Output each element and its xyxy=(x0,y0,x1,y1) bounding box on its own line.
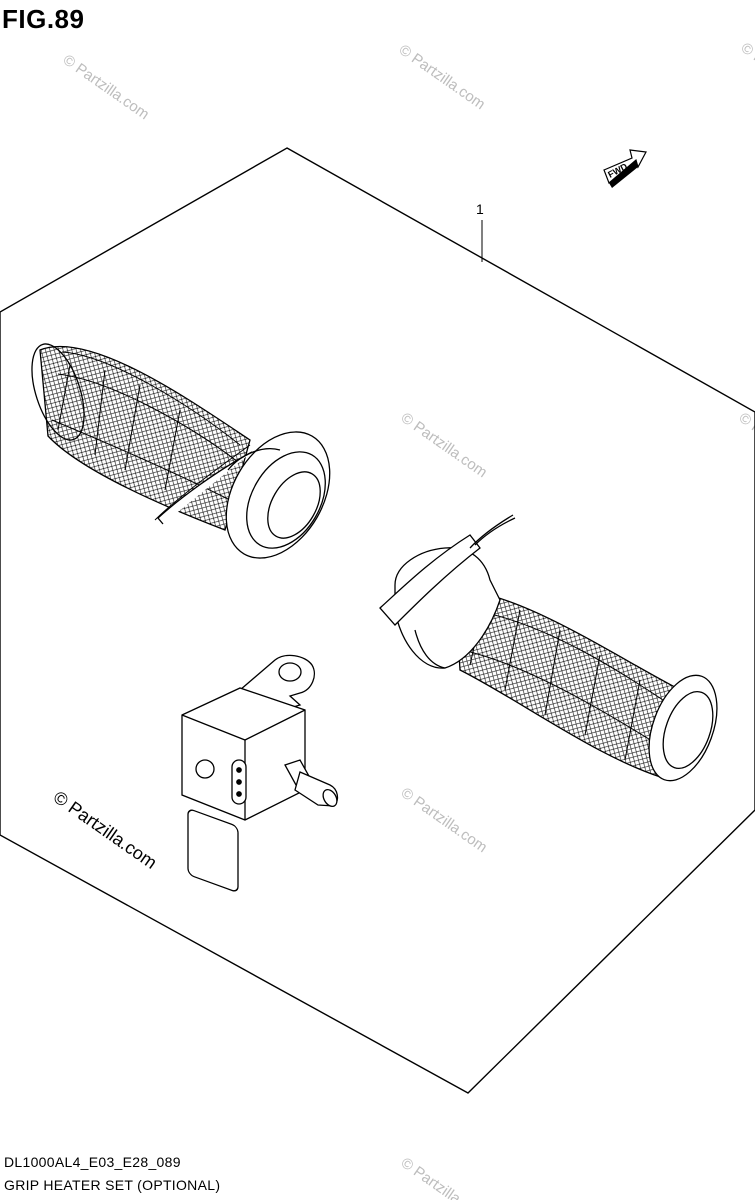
kit-outline xyxy=(0,147,755,1094)
diagram-code: DL1000AL4_E03_E28_089 xyxy=(4,1154,181,1170)
watermark-text: © Partzilla.com xyxy=(396,41,489,113)
heater-controller xyxy=(181,654,339,892)
fwd-arrow-icon: FWD xyxy=(603,149,647,188)
callout-label-1: 1 xyxy=(476,201,484,217)
watermark-text: © Partzilla.com xyxy=(60,51,153,123)
watermark-text: © Partzilla.com xyxy=(398,409,491,481)
watermark-text: © Partzilla.com xyxy=(398,784,491,856)
watermark-text: © Partzilla.com xyxy=(736,409,755,481)
watermark-text: © Partzilla.com xyxy=(398,1154,491,1200)
right-heated-grip xyxy=(379,514,718,782)
watermark-text: © Partzilla.com xyxy=(738,39,755,111)
left-heated-grip xyxy=(31,343,331,559)
figure-title: FIG.89 xyxy=(2,4,85,34)
diagram-caption: GRIP HEATER SET (OPTIONAL) xyxy=(4,1177,221,1193)
watermark-text-dark: © Partzilla.com xyxy=(50,787,161,873)
